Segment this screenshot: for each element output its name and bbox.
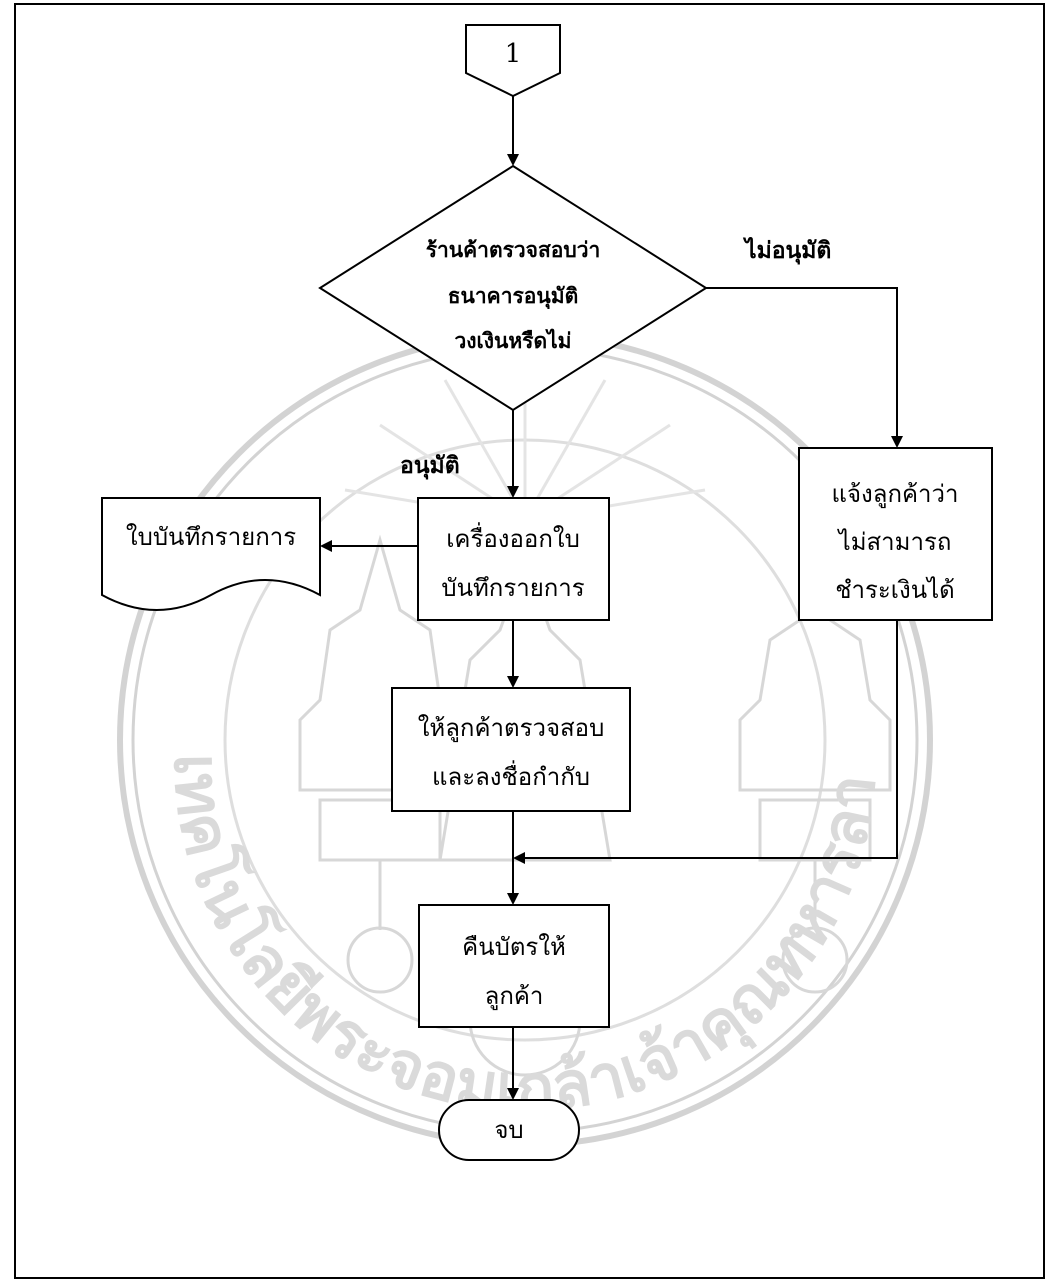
edge-label-not-approved: ไม่อนุมัติ bbox=[742, 236, 831, 265]
end-label: จบ bbox=[494, 1116, 523, 1144]
document-transaction-record: ใบบันทึกรายการ bbox=[101, 497, 321, 611]
page-border bbox=[14, 3, 1045, 1279]
process-customer-sign: ให้ลูกค้าตรวจสอบ และลงชื่อกำกับ bbox=[391, 687, 631, 812]
print-line-1: เครื่องออกใบ bbox=[446, 522, 580, 553]
sign-line-1: ให้ลูกค้าตรวจสอบ bbox=[418, 714, 605, 743]
connector-label: 1 bbox=[505, 39, 522, 69]
sign-line-2: และลงชื่อกำกับ bbox=[432, 760, 590, 791]
process-notify-customer: แจ้งลูกค้าว่า ไม่สามารถ ชำระเงินได้ bbox=[798, 447, 993, 621]
return-line-2: ลูกค้า bbox=[485, 982, 544, 1011]
terminator-end: จบ bbox=[438, 1099, 580, 1161]
process-print-receipt: เครื่องออกใบ บันทึกรายการ bbox=[417, 497, 610, 621]
return-line-1: คืนบัตรให้ bbox=[462, 933, 566, 961]
offpage-connector: 1 bbox=[465, 24, 561, 98]
decision-line-2: ธนาคารอนุมัติ bbox=[448, 283, 579, 310]
print-line-2: บันทึกรายการ bbox=[441, 574, 584, 602]
notify-line-3: ชำระเงินได้ bbox=[835, 576, 955, 604]
decision-line-3: วงเงินหรืดไม่ bbox=[455, 328, 572, 353]
document-label: ใบบันทึกรายการ bbox=[126, 523, 296, 551]
decision-bank-approval: ร้านค้าตรวจสอบว่า ธนาคารอนุมัติ วงเงินหร… bbox=[318, 164, 708, 412]
notify-line-1: แจ้งลูกค้าว่า bbox=[832, 480, 959, 509]
edge-notify-to-merge bbox=[513, 620, 898, 864]
process-return-card: คืนบัตรให้ ลูกค้า bbox=[418, 904, 610, 1028]
notify-line-2: ไม่สามารถ bbox=[837, 528, 952, 556]
edge-label-approved: อนุมัติ bbox=[400, 452, 460, 480]
decision-line-1: ร้านค้าตรวจสอบว่า bbox=[426, 237, 601, 262]
edge-decision-to-notify bbox=[706, 287, 903, 448]
